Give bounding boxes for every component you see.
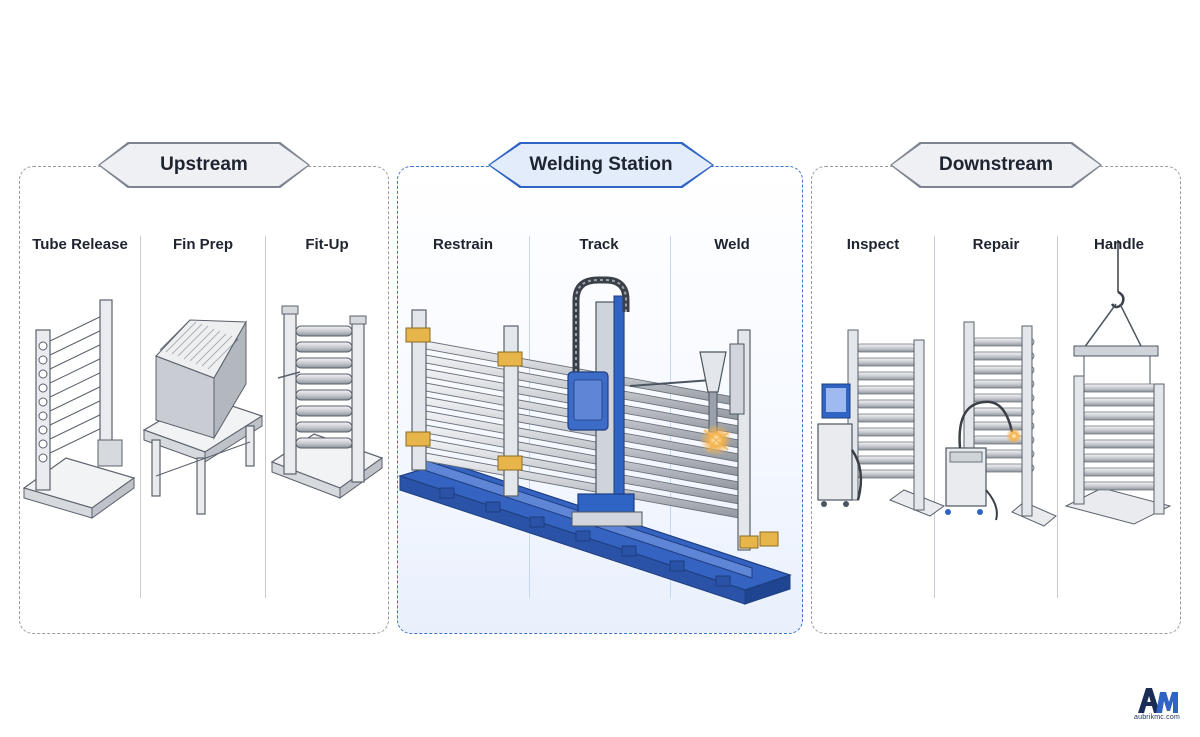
fit-up-illustration [270, 305, 384, 499]
welding-station-illustration [398, 276, 792, 605]
downstream-title: Downstream [938, 154, 1054, 175]
brand-logo [1138, 688, 1178, 713]
divider [140, 236, 141, 598]
step-label-weld: Weld [714, 236, 750, 253]
step-label-handle: Handle [1093, 236, 1144, 253]
divider [1057, 236, 1058, 598]
step-label-fin-prep: Fin Prep [172, 236, 233, 253]
welding-station-tag: Welding Station [488, 142, 714, 188]
fin-prep-illustration [142, 319, 264, 515]
downstream-tag: Downstream [890, 142, 1102, 188]
step-label-restrain: Restrain [432, 236, 494, 253]
divider [265, 236, 266, 598]
step-label-inspect: Inspect [846, 236, 900, 253]
step-label-fit-up: Fit-Up [305, 236, 349, 253]
inspect-illustration [817, 329, 946, 517]
welding-station-title: Welding Station [529, 154, 673, 175]
step-label-track: Track [579, 236, 619, 253]
repair-illustration [945, 321, 1057, 527]
step-label-repair: Repair [972, 236, 1020, 253]
upstream-tag: Upstream [98, 142, 310, 188]
brand-site: aubrikmc.com [1134, 714, 1180, 721]
divider [934, 236, 935, 598]
upstream-title: Upstream [160, 154, 248, 175]
step-label-tube-release: Tube Release [32, 236, 128, 253]
handle-illustration [1064, 240, 1172, 525]
tube-release-illustration [22, 299, 136, 519]
